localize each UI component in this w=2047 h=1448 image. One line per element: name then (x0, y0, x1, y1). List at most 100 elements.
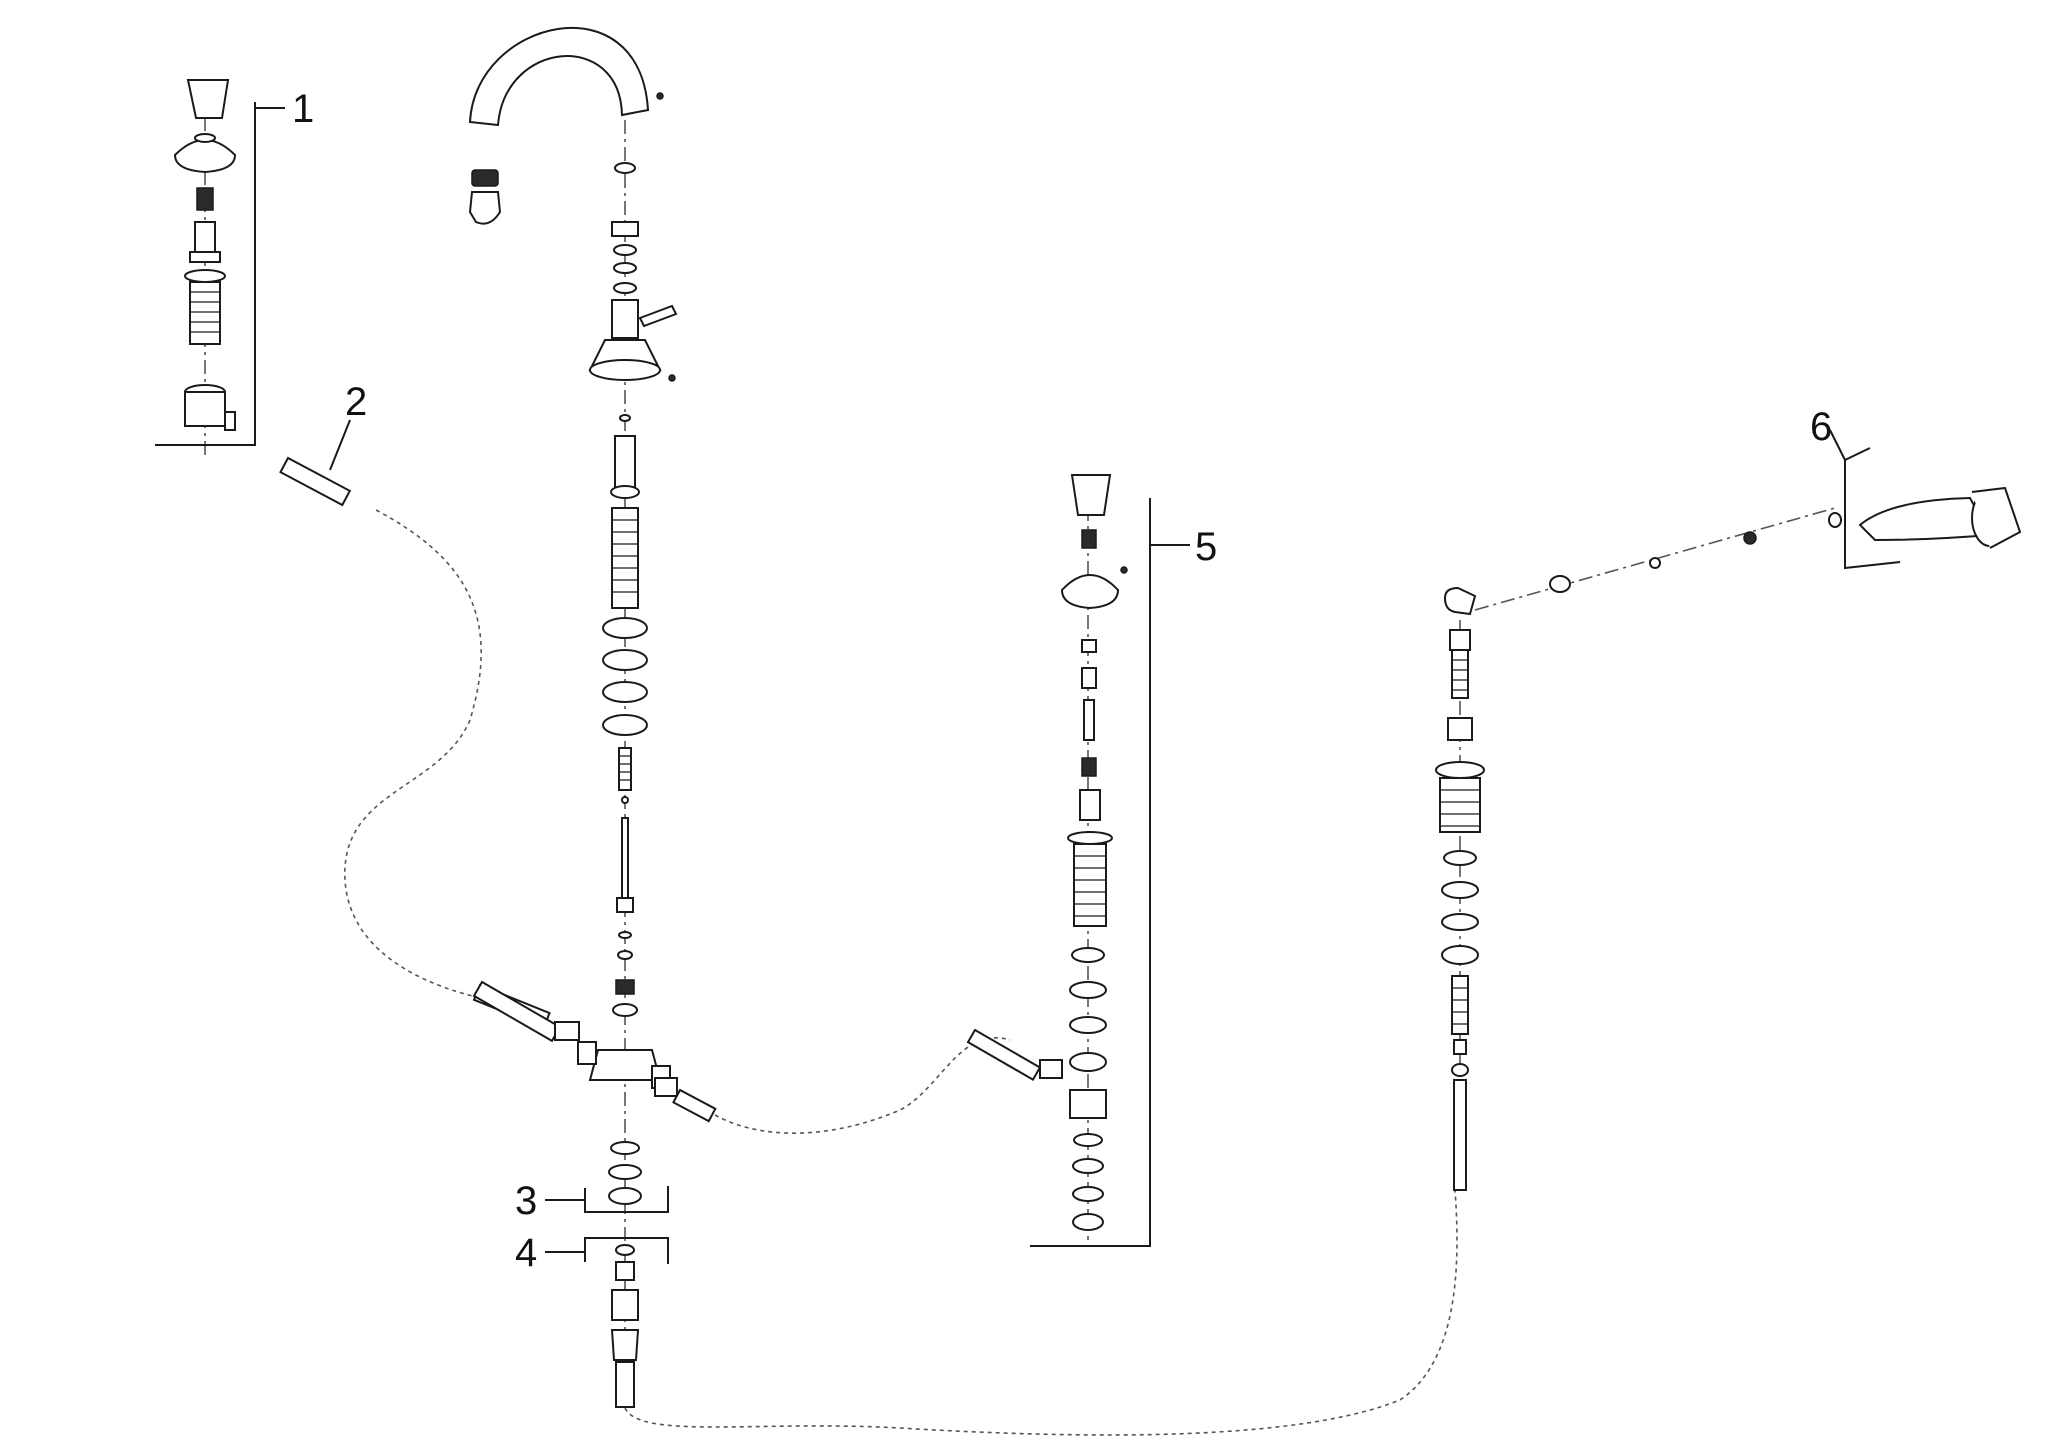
hose-left-tube (472, 980, 562, 1043)
hose-2: 2 (279, 380, 551, 1030)
spindle-extension (1083, 699, 1095, 741)
spindle-adapter (1081, 529, 1097, 549)
cartridge-flange (189, 251, 221, 263)
small-washer (617, 950, 633, 960)
o-ring (612, 1003, 638, 1017)
cover-cap (194, 133, 216, 143)
washer (1069, 1016, 1107, 1034)
diverter-lever (638, 304, 678, 328)
bushing (1081, 667, 1097, 689)
mount-threaded-body (1439, 777, 1481, 833)
assembly-4-bracket: 4 (515, 1231, 669, 1275)
washer (1069, 981, 1107, 999)
spout-assembly (468, 27, 678, 1408)
lock-nut (1441, 945, 1479, 965)
spring (618, 747, 632, 791)
nut (1072, 1213, 1104, 1231)
shank-tube (614, 435, 636, 489)
ball (621, 796, 629, 804)
nut (608, 1187, 642, 1205)
assembly-6-hand-shower: 6 (1435, 405, 2022, 1191)
supply-hose-left (472, 980, 580, 1043)
seal-washer (1649, 557, 1661, 569)
body-collar (1067, 831, 1113, 845)
hose-sleeve (1447, 717, 1473, 741)
callout-3: 3 (515, 1179, 537, 1223)
callout-4: 4 (515, 1231, 537, 1275)
threaded-adapter (611, 1289, 639, 1321)
diverter-stem (611, 299, 639, 339)
o-ring (613, 262, 637, 274)
valve-base (1069, 1089, 1107, 1119)
threaded-shank (611, 507, 639, 609)
hose-tail (1453, 1079, 1467, 1191)
hand-shower-handle (1858, 496, 1992, 542)
o-ring (613, 244, 637, 256)
flow-restrictor (1743, 531, 1757, 545)
hose-right-tube (672, 1088, 717, 1123)
cartridge (1079, 789, 1101, 821)
o-ring (1073, 1133, 1103, 1147)
o-ring (614, 162, 636, 174)
washer (602, 617, 648, 639)
valve-base (184, 391, 226, 427)
threaded-body (1073, 843, 1107, 927)
washer (1441, 913, 1479, 931)
hose-elbow (1443, 586, 1477, 616)
supply-hose-right (654, 1028, 1063, 1134)
nut (615, 979, 635, 995)
lift-rod (621, 817, 629, 899)
hand-shower-head (1971, 486, 2022, 549)
callout-1: 1 (292, 87, 314, 131)
sleeve (1081, 639, 1097, 653)
hose-spring-bottom (1451, 975, 1469, 1035)
o-ring (1071, 947, 1105, 963)
assembly-5-valve: 5 (1030, 474, 1217, 1247)
hose-right-end-tube (966, 1028, 1042, 1081)
o-ring (610, 485, 640, 499)
coupling-nut (1549, 575, 1571, 593)
hose-nut (1451, 1063, 1469, 1077)
hose-spring-top (1451, 649, 1469, 699)
spout-gooseneck (468, 27, 650, 127)
callout-5: 5 (1195, 525, 1217, 569)
callout-6: 6 (1810, 405, 1832, 449)
aerator-housing (468, 191, 502, 225)
o-ring (610, 1141, 640, 1155)
assembly-3-bracket: 3 (515, 1179, 669, 1223)
mount-collar (1435, 761, 1485, 779)
hose-clip (1453, 1039, 1467, 1055)
lock-nut (1069, 1052, 1107, 1072)
tee-inlet-left (577, 1041, 597, 1065)
spout-base-rim (589, 359, 661, 381)
cover-dome (173, 139, 237, 174)
spline (1081, 757, 1097, 777)
hose-left-nut (554, 1021, 580, 1041)
handle-knob (186, 79, 230, 119)
small-washer (619, 414, 631, 422)
tee-connector (588, 1049, 662, 1081)
threaded-body (189, 281, 221, 345)
set-screw (1120, 566, 1128, 574)
hose-tail (615, 1361, 635, 1408)
small-washer (615, 1244, 635, 1256)
bushing (611, 221, 639, 237)
washer (1441, 881, 1479, 899)
cover-dome (1060, 574, 1120, 610)
hose-guide-top (1449, 629, 1471, 651)
o-ring (613, 282, 637, 294)
spindle-adapter (196, 187, 214, 211)
set-screw (668, 374, 676, 382)
washer (1072, 1158, 1104, 1174)
hose-2-end-left (279, 456, 352, 507)
handle-knob (1070, 474, 1112, 516)
set-screw (656, 92, 664, 100)
hose-right-nut (654, 1077, 678, 1097)
washer (602, 681, 648, 703)
body-collar (184, 269, 226, 283)
small-washer (618, 931, 632, 939)
rod-nut (616, 897, 634, 913)
assembly-1-valve: 1 (155, 79, 314, 455)
